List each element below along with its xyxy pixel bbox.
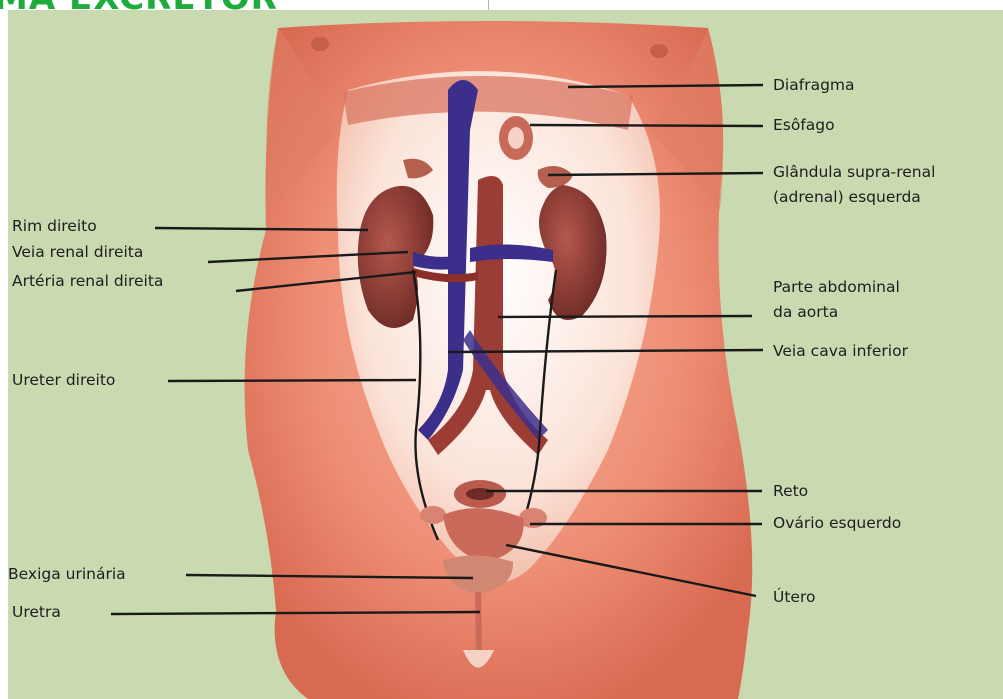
label-esofago: Esôfago bbox=[773, 116, 835, 135]
label-uretra: Uretra bbox=[12, 603, 61, 622]
label-diafragma: Diafragma bbox=[773, 76, 855, 95]
label-veia-cava: Veia cava inferior bbox=[773, 342, 908, 361]
label-rim-direito: Rim direito bbox=[12, 217, 97, 236]
urethra bbox=[475, 592, 482, 650]
label-ureter: Ureter direito bbox=[12, 371, 115, 390]
label-reto: Reto bbox=[773, 482, 808, 501]
right-ovary bbox=[420, 506, 446, 524]
diagram-panel: Diafragma Esôfago Glândula supra-renal (… bbox=[8, 10, 1003, 699]
label-glandula-line2: (adrenal) esquerda bbox=[773, 188, 921, 207]
label-aorta-line1: Parte abdominal bbox=[773, 278, 900, 297]
label-veia-renal: Veia renal direita bbox=[12, 243, 143, 262]
label-utero: Útero bbox=[773, 588, 815, 607]
label-glandula-line1: Glândula supra-renal bbox=[773, 163, 935, 182]
label-aorta-line2: da aorta bbox=[773, 303, 838, 322]
label-ovario: Ovário esquerdo bbox=[773, 514, 901, 533]
label-arteria-renal: Artéria renal direita bbox=[12, 272, 163, 291]
label-bexiga: Bexiga urinária bbox=[8, 565, 126, 584]
